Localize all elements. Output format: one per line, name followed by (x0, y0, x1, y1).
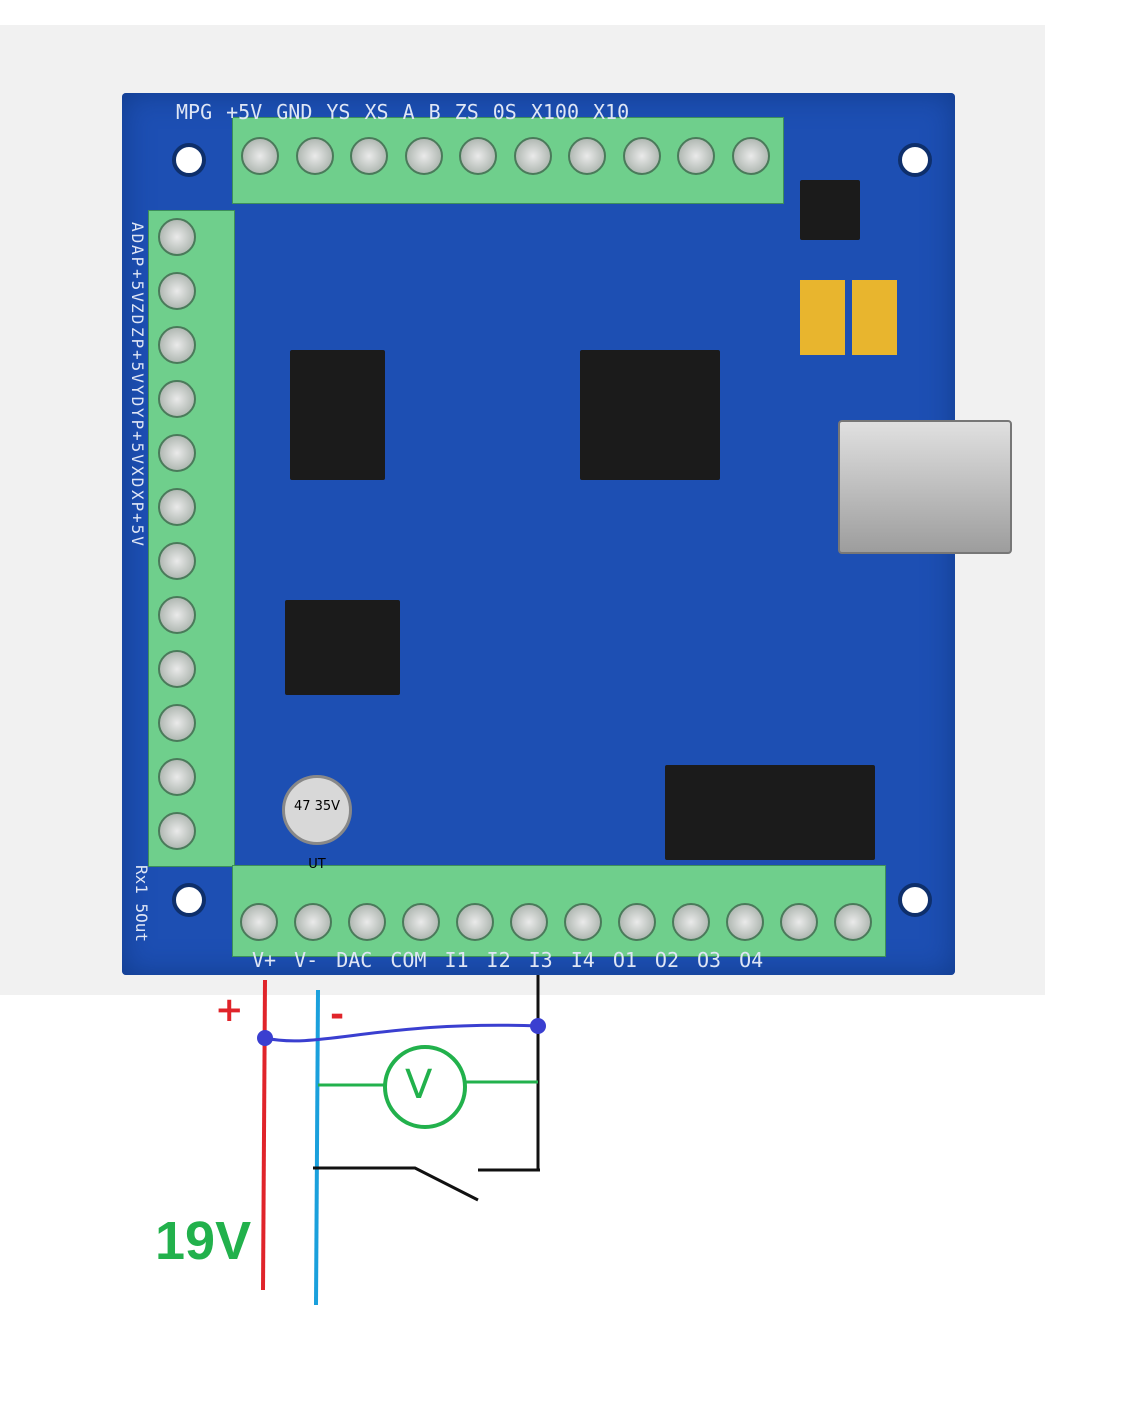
terminal-screw (158, 704, 196, 742)
left-bottom-label: Rx1 5Out (132, 865, 151, 943)
mount-hole (172, 883, 206, 917)
terminal-screw (456, 903, 494, 941)
minus-wire (314, 989, 320, 1306)
left-pin-label: ZD (128, 303, 147, 327)
bottom-pin-label: COM (390, 948, 427, 972)
top-pin-label: 0S (492, 100, 517, 124)
ic-chip (665, 765, 875, 860)
minus-label: - (330, 995, 345, 1035)
terminal-screw (564, 903, 602, 941)
top-pin-label: A (402, 100, 415, 124)
bottom-pin-label: I2 (486, 948, 511, 972)
terminal-screw (241, 137, 279, 175)
bottom-labels: V+ V- DAC COM I1 I2 I3 I4 O1 O2 O3 O4 (252, 948, 781, 972)
terminal-screw (350, 137, 388, 175)
terminal-screw (618, 903, 656, 941)
left-pin-label: YD (128, 384, 147, 409)
top-pin-label: ZS (454, 100, 479, 124)
left-pin-label: +5V (128, 431, 147, 467)
top-pin-label: X100 (530, 100, 580, 124)
bottom-pin-label: DAC (336, 948, 373, 972)
switch-icon (313, 1166, 479, 1202)
terminal-screw (158, 758, 196, 796)
terminal-screw (158, 380, 196, 418)
bottom-pin-label: O3 (697, 948, 722, 972)
left-pin-label: AP (128, 245, 147, 269)
terminal-screw (158, 218, 196, 256)
left-pin-label: +5V (128, 349, 147, 385)
left-pin-label: XP (128, 489, 147, 513)
terminal-screw (158, 650, 196, 688)
terminal-screw (780, 903, 818, 941)
capacitor (800, 280, 845, 355)
voltmeter-label: V (405, 1062, 433, 1108)
left-pin-label: XD (128, 466, 147, 490)
plus-wire (261, 979, 267, 1291)
terminal-screw (294, 903, 332, 941)
terminal-screw (158, 326, 196, 364)
ic-chip (290, 350, 385, 480)
left-pin-label: YP (128, 408, 147, 432)
bottom-pin-label: O2 (654, 948, 679, 972)
bottom-pin-label: V- (294, 948, 319, 972)
top-pin-label: +5V (226, 100, 263, 124)
voltmeter-icon (383, 1045, 467, 1129)
terminal-screw (158, 488, 196, 526)
bottom-pin-label: I1 (444, 948, 469, 972)
terminal-screw (510, 903, 548, 941)
top-pin-label: XS (364, 100, 389, 124)
terminal-screw (726, 903, 764, 941)
top-pin-label: X10 (593, 100, 630, 124)
terminal-screw (834, 903, 872, 941)
regulator-chip (800, 180, 860, 240)
bottom-pin-label: I4 (570, 948, 595, 972)
terminal-screw (622, 137, 661, 175)
mount-hole (898, 143, 932, 177)
terminal-screw (677, 137, 715, 175)
left-pin-label: +5V (128, 512, 147, 548)
bottom-pin-label: O4 (739, 948, 764, 972)
mount-hole (898, 883, 932, 917)
terminal-screw (404, 137, 443, 175)
terminal-screw (158, 812, 196, 850)
top-pin-label: GND (276, 100, 313, 124)
plus-label: + (215, 990, 244, 1030)
terminal-screw (568, 137, 606, 175)
terminal-screw (731, 137, 770, 175)
top-pin-label: MPG (176, 100, 213, 124)
left-pin-label: AD (128, 222, 147, 246)
ic-chip (285, 600, 400, 695)
junction-dot (257, 1030, 273, 1046)
bottom-pin-label: O1 (612, 948, 637, 972)
top-pin-label: B (428, 100, 441, 124)
junction-dot (530, 1018, 546, 1034)
bottom-pin-label: I3 (528, 948, 553, 972)
capacitor (852, 280, 897, 355)
left-pin-label: ZP (128, 326, 147, 350)
electrolytic-capacitor: 47 35V UT (282, 775, 352, 872)
terminal-screw (672, 903, 710, 941)
bottom-pin-label: V+ (252, 948, 277, 972)
usb-connector (838, 420, 1012, 554)
left-labels: ADAP+5VZDZP+5VYDYP+5VXDXP+5V (128, 222, 147, 548)
terminal-screw (348, 903, 386, 941)
left-pin-label: +5V (128, 268, 147, 304)
terminal-screw (295, 137, 334, 175)
jumper-wire (264, 1023, 541, 1043)
mount-hole (172, 143, 206, 177)
terminal-screw (459, 137, 497, 175)
terminal-screw (402, 903, 440, 941)
top-pin-label: YS (326, 100, 351, 124)
terminal-screw (513, 137, 552, 175)
terminal-screw (158, 542, 196, 580)
terminal-screw (158, 596, 196, 634)
bottom-terminal-block (232, 865, 886, 957)
terminal-screw (158, 434, 196, 472)
left-terminal-block (148, 210, 235, 867)
microcontroller-chip (580, 350, 720, 480)
terminal-screw (240, 903, 278, 941)
supply-voltage-label: 19V (155, 1211, 252, 1271)
terminal-screw (158, 272, 196, 310)
